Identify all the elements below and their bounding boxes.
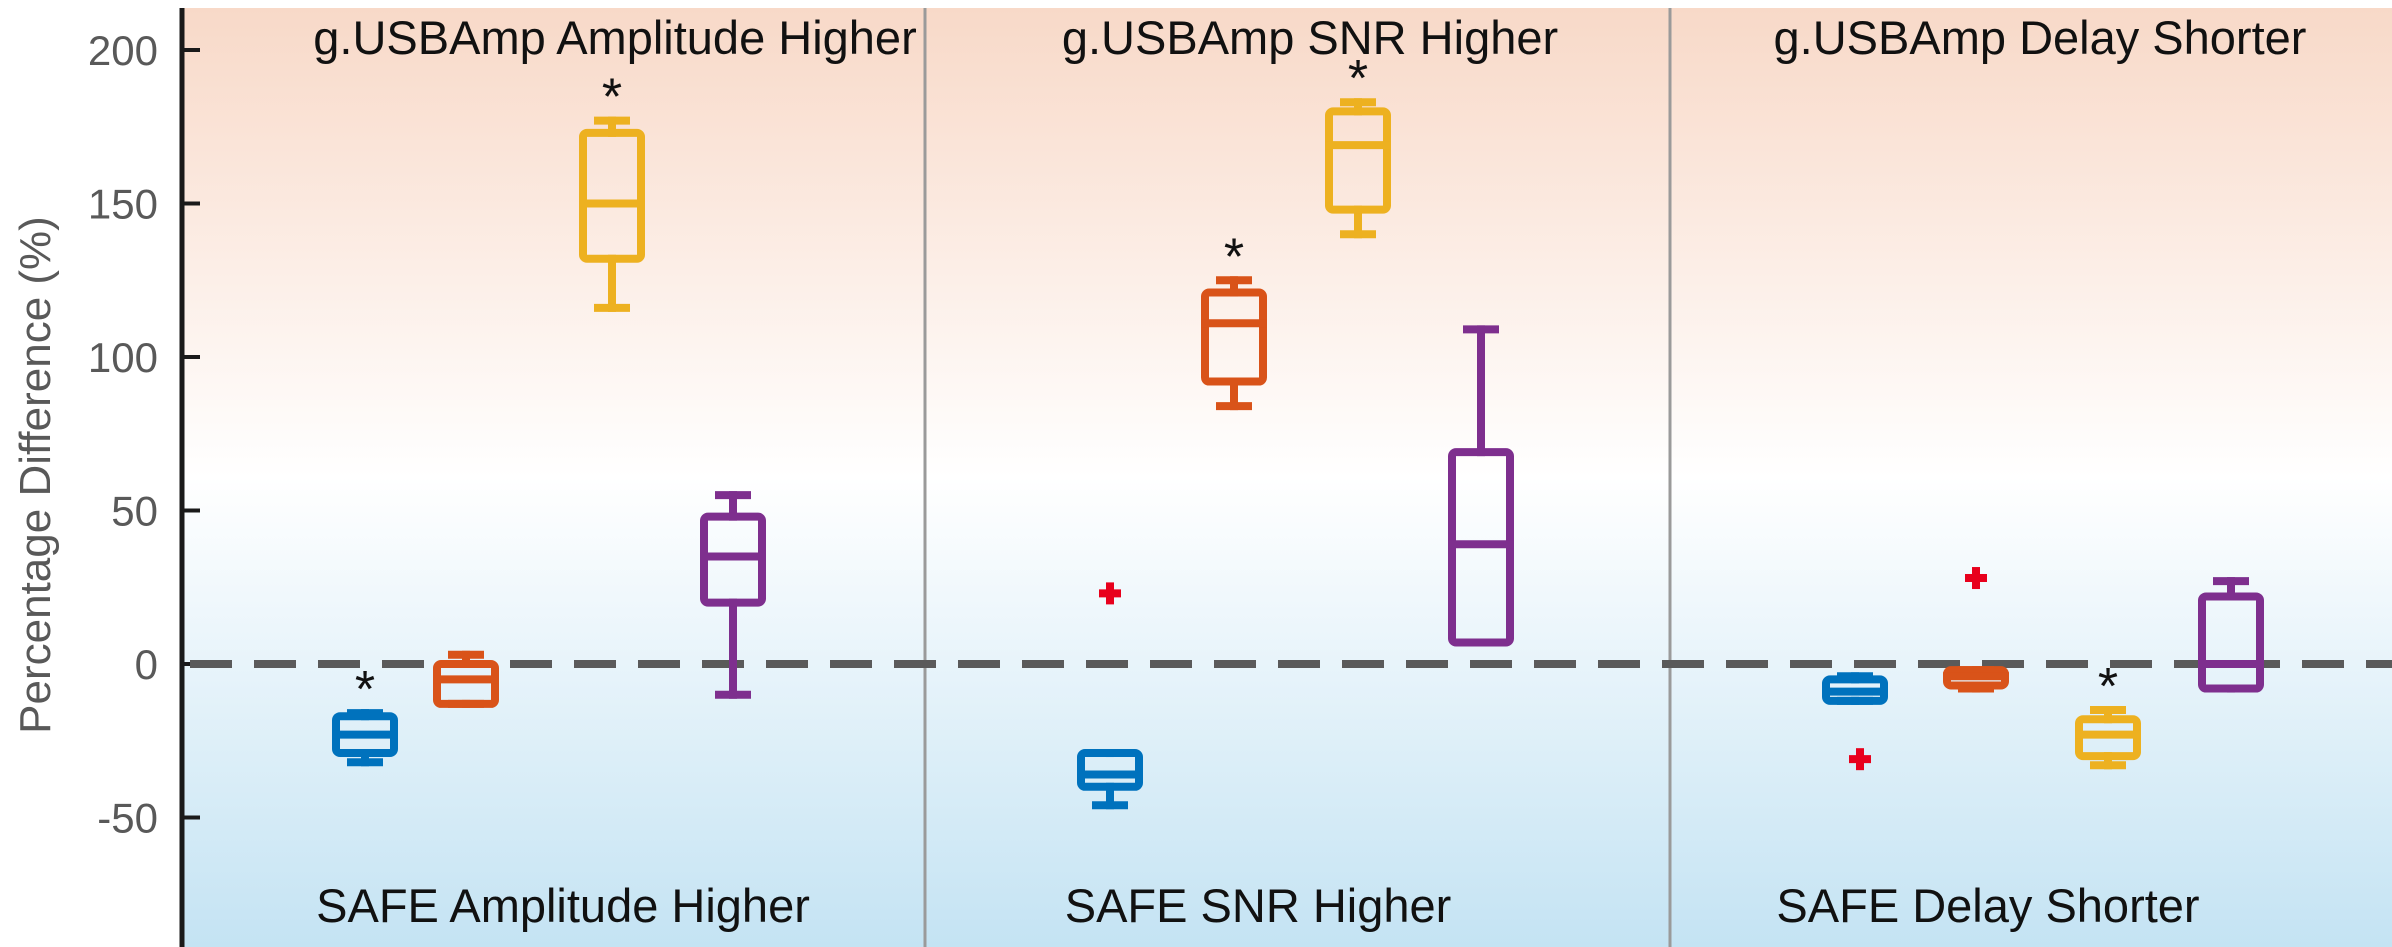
y-axis-ticks: -50 0 50 100 150 200 (88, 27, 200, 842)
box-plot: * (1325, 50, 1391, 239)
significance-star: * (1224, 228, 1244, 286)
significance-star: * (355, 661, 375, 719)
box-iqr (1201, 288, 1267, 386)
box-plot: * (579, 69, 645, 312)
significance-star: * (602, 69, 622, 127)
panel-bottom-label: SAFE Amplitude Higher (316, 879, 810, 932)
outlier-marker (1099, 582, 1121, 605)
box-iqr (579, 128, 645, 263)
box-plot (1448, 325, 1514, 647)
y-tick-label: -50 (97, 795, 158, 842)
y-tick-label: 0 (135, 641, 158, 688)
box-plot (2198, 577, 2264, 693)
outlier-marker (1849, 748, 1871, 771)
box-plot (1943, 567, 2009, 693)
box-plot: * (1201, 228, 1267, 411)
panel-bottom-label: SAFE Delay Shorter (1776, 879, 2199, 932)
box-plot: * (2075, 658, 2141, 770)
panel-bottom-label: SAFE SNR Higher (1065, 879, 1452, 932)
box-iqr (2198, 592, 2264, 693)
box-plot (1077, 582, 1143, 810)
significance-star: * (1348, 50, 1368, 108)
box-plot: * (332, 661, 398, 767)
box-plot (433, 650, 499, 708)
plot-background (182, 8, 2392, 947)
y-tick-label: 50 (111, 488, 158, 535)
y-tick-label: 200 (88, 27, 158, 74)
box-iqr (433, 660, 499, 708)
box-plot (700, 491, 766, 699)
box-iqr (1077, 749, 1143, 791)
box-iqr (1325, 107, 1391, 214)
y-tick-label: 150 (88, 181, 158, 228)
significance-star: * (2098, 658, 2118, 716)
panel-top-label: g.USBAmp SNR Higher (1062, 11, 1558, 64)
outlier-marker (1965, 567, 1987, 590)
panel-top-label: g.USBAmp Amplitude Higher (313, 11, 916, 64)
y-axis-label: Percentage Difference (%) (11, 216, 60, 734)
box-plot (1822, 672, 1888, 771)
y-tick-label: 100 (88, 334, 158, 381)
panel-top-label: g.USBAmp Delay Shorter (1774, 11, 2307, 64)
